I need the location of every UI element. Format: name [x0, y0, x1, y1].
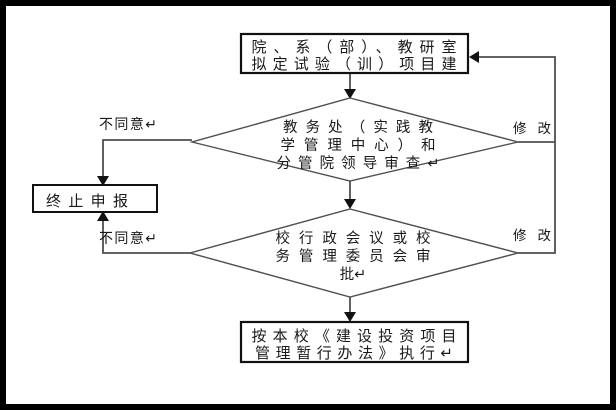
- decision-diamonds: [187, 97, 521, 298]
- process-boxes: [32, 32, 470, 364]
- approval-diamond-shape: [187, 208, 521, 298]
- edge-disagree-bottom: [102, 219, 190, 254]
- start-box-rect: [239, 32, 470, 75]
- terminate-box-rect: [32, 184, 158, 213]
- modify-label-top: 修改: [513, 121, 552, 136]
- arrowhead-into-review-diamond: [344, 89, 356, 99]
- connector-lines: [102, 56, 556, 314]
- disagree-label-top: 不同意↵: [99, 116, 157, 132]
- arrowhead-into-approval-diamond: [344, 199, 356, 209]
- start-box-text-line-1: 院、系（部）、教研室: [252, 38, 457, 56]
- review-diamond-shape: [189, 97, 519, 182]
- arrowhead-into-terminate-bottom: [97, 211, 109, 221]
- edge-modify-bottom-return: [479, 56, 556, 254]
- arrowhead-into-terminate-top: [97, 176, 109, 186]
- edge-disagree-top: [102, 139, 192, 178]
- execute-box-rect: [239, 320, 470, 364]
- approval-diamond-text-line-3: 批↵: [340, 266, 367, 283]
- arrowhead-into-start-box: [469, 51, 479, 63]
- disagree-label-bottom: 不同意↵: [99, 230, 157, 246]
- modify-label-bottom: 修改: [513, 228, 552, 243]
- diagram-texts: 院、系（部）、教研室 拟定试验（训）项目建 教务处（实践教 学管理中心）和 分管…: [46, 38, 552, 362]
- arrowheads: [97, 51, 479, 322]
- arrowhead-into-execute-box: [344, 312, 356, 322]
